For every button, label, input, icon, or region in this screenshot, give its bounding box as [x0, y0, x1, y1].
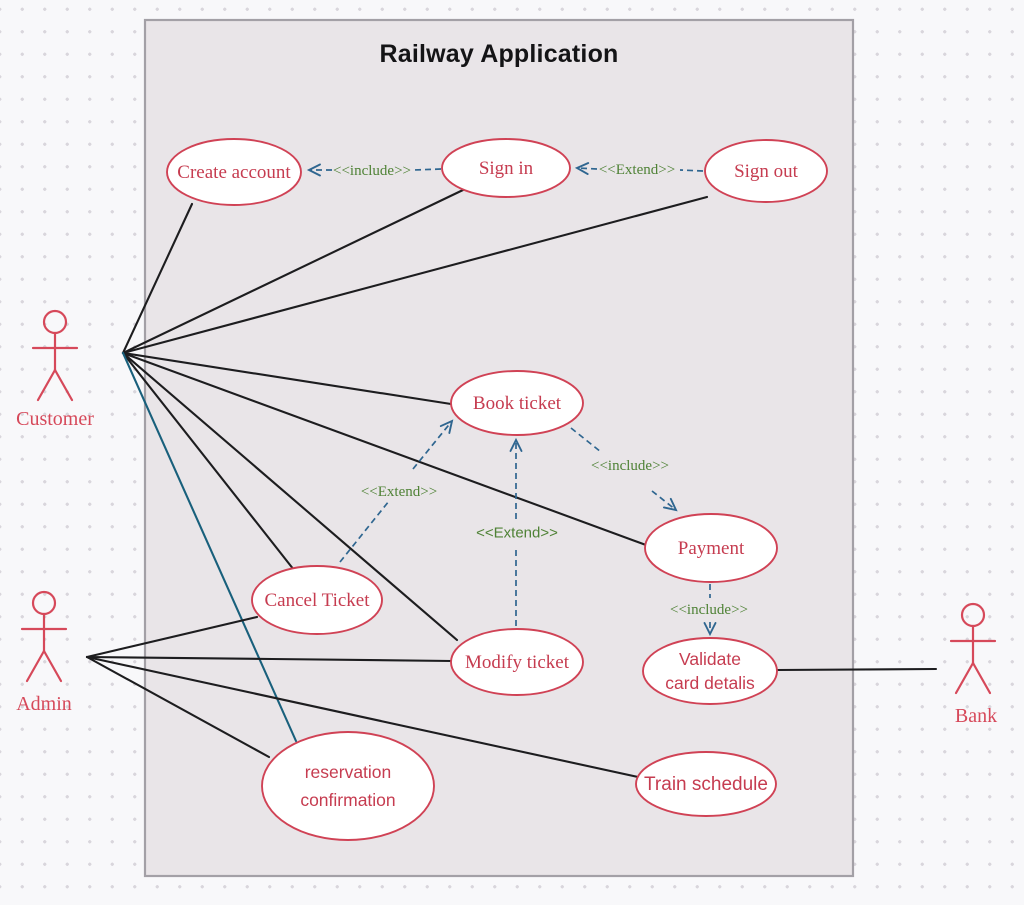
dependency-sign-in-create-account[interactable]: <<include>>: [306, 163, 442, 179]
association-admin-train-schedule[interactable]: [85, 655, 640, 779]
association-customer-payment[interactable]: [121, 351, 648, 547]
actor-admin-label: Admin: [16, 693, 72, 715]
stereotype-label: <<include>>: [333, 163, 411, 179]
actor-customer[interactable]: Customer: [16, 309, 94, 430]
usecase-sign-in-label: Sign in: [479, 158, 534, 179]
association-customer-modify-ticket[interactable]: [121, 351, 459, 642]
usecase-train-schedule-shape[interactable]: [635, 751, 777, 817]
actor-bank-leg-left: [954, 661, 975, 695]
usecase-create-account-shape[interactable]: [166, 138, 302, 206]
usecase-cancel-ticket-shape[interactable]: [251, 565, 383, 635]
dependency-sign-out-sign-in-arrowhead: [574, 162, 590, 175]
actor-admin-leg-left: [25, 649, 46, 683]
dependency-payment-validate-card[interactable]: <<include>>: [670, 584, 748, 637]
association-admin-reservation-confirmation[interactable]: [85, 655, 271, 759]
stereotype-label: <<Extend>>: [599, 162, 675, 178]
stereotype-label: <<include>>: [670, 602, 748, 618]
usecase-train-schedule-label: Train schedule: [644, 774, 768, 795]
usecase-create-account-label: Create account: [177, 162, 291, 183]
stereotype-label: <<include>>: [591, 458, 669, 474]
dependency-sign-out-sign-in[interactable]: <<Extend>>: [574, 162, 704, 178]
actor-bank-leg-right: [971, 661, 992, 695]
dependency-modify-ticket-book-ticket[interactable]: <<Extend>>: [476, 437, 558, 626]
association-customer-sign-in[interactable]: [121, 188, 465, 355]
usecase-cancel-ticket-label: Cancel Ticket: [264, 590, 370, 611]
stereotype-label: <<Extend>>: [476, 525, 558, 542]
association-customer-book-ticket[interactable]: [121, 351, 453, 406]
usecase-payment: Payment: [644, 513, 778, 583]
usecase-sign-in-shape[interactable]: [441, 138, 571, 198]
usecase-modify-ticket: Modify ticket: [450, 628, 584, 696]
association-admin-modify-ticket[interactable]: [85, 655, 454, 663]
usecase-modify-ticket-shape[interactable]: [450, 628, 584, 696]
usecase-book-ticket: Book ticket: [450, 370, 584, 436]
actor-customer-label: Customer: [16, 408, 94, 430]
actor-admin-leg-right: [42, 649, 63, 683]
association-customer-cancel-ticket[interactable]: [121, 351, 296, 572]
association-customer-create-account[interactable]: [121, 202, 194, 355]
usecase-book-ticket-label: Book ticket: [473, 393, 562, 414]
actor-customer-leg-left: [36, 368, 57, 402]
usecase-sign-out-label: Sign out: [734, 161, 799, 182]
actor-admin[interactable]: Admin: [16, 590, 72, 715]
usecase-sign-out: Sign out: [704, 139, 828, 203]
association-customer-reservation-confirmation[interactable]: [121, 351, 298, 743]
actor-bank-head: [960, 602, 986, 628]
usecase-payment-shape[interactable]: [644, 513, 778, 583]
association-validate-card-bank[interactable]: [775, 667, 938, 672]
association-customer-sign-out[interactable]: [121, 195, 709, 355]
usecase-modify-ticket-label: Modify ticket: [465, 652, 570, 673]
diagram-title: Railway Application: [379, 40, 618, 68]
dependency-cancel-ticket-book-ticket-arrowhead: [439, 419, 454, 434]
dependency-book-ticket-payment-arrowhead: [663, 497, 678, 512]
actor-bank[interactable]: Bank: [949, 602, 997, 727]
usecase-train-schedule: Train schedule: [635, 751, 777, 817]
dependency-book-ticket-payment[interactable]: <<include>>: [570, 427, 678, 512]
actor-customer-head: [42, 309, 68, 335]
dependency-sign-in-create-account-arrowhead: [306, 163, 321, 177]
dependency-cancel-ticket-book-ticket[interactable]: <<Extend>>: [339, 419, 454, 563]
usecase-create-account: Create account: [166, 138, 302, 206]
usecase-cancel-ticket: Cancel Ticket: [251, 565, 383, 635]
actor-bank-label: Bank: [955, 705, 997, 727]
actor-customer-leg-right: [53, 368, 74, 402]
usecase-reservation-confirmation-shape[interactable]: [261, 731, 435, 841]
stereotype-label: <<Extend>>: [361, 484, 437, 500]
actor-admin-head: [31, 590, 57, 616]
association-admin-cancel-ticket[interactable]: [85, 615, 259, 659]
usecase-sign-out-shape[interactable]: [704, 139, 828, 203]
usecase-payment-label: Payment: [678, 538, 745, 559]
usecase-sign-in: Sign in: [441, 138, 571, 198]
dependency-payment-validate-card-arrowhead: [703, 622, 717, 637]
usecase-book-ticket-shape[interactable]: [450, 370, 584, 436]
usecase-validate-card-shape[interactable]: [642, 637, 778, 705]
dependency-modify-ticket-book-ticket-arrowhead: [509, 437, 523, 452]
